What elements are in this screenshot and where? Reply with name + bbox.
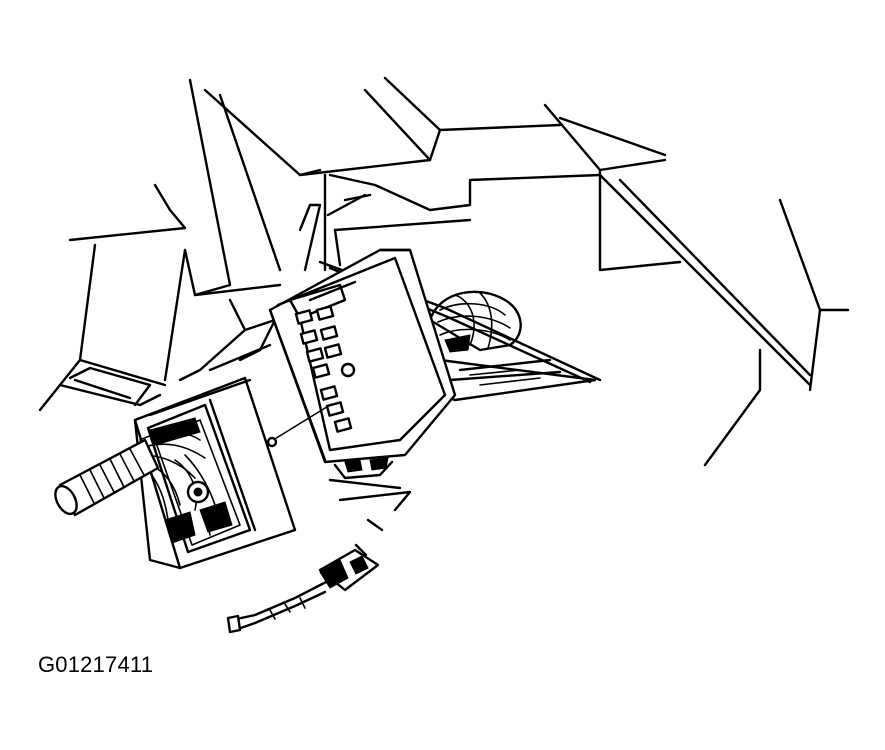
- pigtail-plug: [226, 548, 380, 634]
- figure-id-label: G01217411: [38, 652, 154, 677]
- wire-conduit: [54, 438, 160, 517]
- dashboard-panel-structure: [38, 76, 850, 467]
- main-connector-block: [133, 376, 297, 570]
- mating-connector-housing: [268, 248, 457, 480]
- terminal-cavities: [294, 305, 356, 433]
- alignment-indicators: [264, 404, 412, 557]
